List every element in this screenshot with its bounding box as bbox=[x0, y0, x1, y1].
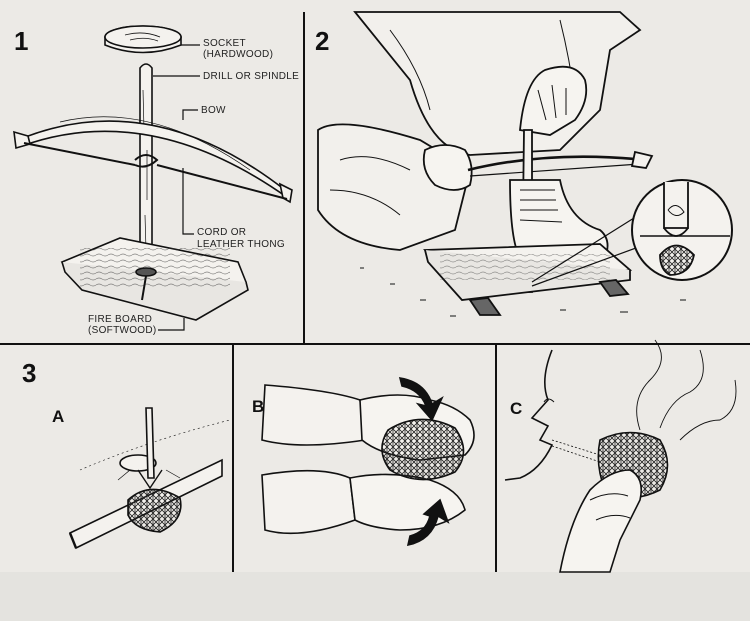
boot-on-board bbox=[509, 179, 609, 259]
panel-2-bow bbox=[467, 155, 646, 172]
panel-3b-tinder-bundle bbox=[261, 377, 475, 547]
panel-number-2: 2 bbox=[315, 26, 330, 56]
step-label-a: A bbox=[52, 407, 65, 426]
panel-3a-spindle bbox=[145, 407, 155, 479]
panel-3a-tinder bbox=[127, 488, 182, 533]
label-fire-board: FIRE BOARD bbox=[88, 314, 153, 325]
panel-3c-blowing bbox=[504, 339, 737, 573]
panel-3c-hand bbox=[559, 469, 643, 573]
inset-ember bbox=[659, 244, 695, 276]
label-fire-board-material: (SOFTWOOD) bbox=[88, 325, 157, 336]
hand-on-bow bbox=[422, 144, 473, 191]
label-bow: BOW bbox=[201, 105, 226, 116]
zoom-inset-circle bbox=[631, 179, 733, 281]
board-support-left bbox=[468, 297, 502, 316]
panel-number-3: 3 bbox=[22, 358, 37, 388]
board-support-right bbox=[598, 279, 630, 297]
face-profile bbox=[504, 349, 554, 481]
hand-on-socket bbox=[519, 65, 588, 136]
label-socket-material: (HARDWOOD) bbox=[203, 49, 274, 60]
panel-borders bbox=[0, 12, 750, 572]
panel-2-kneeling-figure bbox=[317, 11, 733, 317]
panel-number-1: 1 bbox=[14, 26, 29, 56]
label-drill-spindle: DRILL OR SPINDLE bbox=[203, 71, 300, 82]
label-leather-thong: LEATHER THONG bbox=[197, 239, 285, 250]
step-label-b: B bbox=[252, 397, 265, 416]
breath-lines bbox=[551, 439, 601, 456]
arrow-up-icon bbox=[406, 498, 450, 547]
socket-drawing bbox=[104, 25, 182, 54]
panel-3b-tinder bbox=[381, 418, 465, 481]
panel-3a-ember-notch bbox=[68, 407, 231, 550]
label-cord: CORD OR bbox=[197, 227, 247, 238]
label-socket: SOCKET bbox=[203, 38, 246, 49]
step-label-c: C bbox=[510, 399, 523, 418]
fire-board-drawing bbox=[60, 237, 249, 321]
smoke-wisps bbox=[636, 339, 737, 441]
label-leader-lines bbox=[153, 44, 200, 331]
arrow-down-icon bbox=[398, 377, 444, 422]
lower-sleeve bbox=[261, 469, 356, 535]
bottom-margin bbox=[0, 572, 750, 621]
cord-drawing bbox=[23, 142, 288, 200]
panel-1-parts-diagram bbox=[13, 25, 293, 331]
